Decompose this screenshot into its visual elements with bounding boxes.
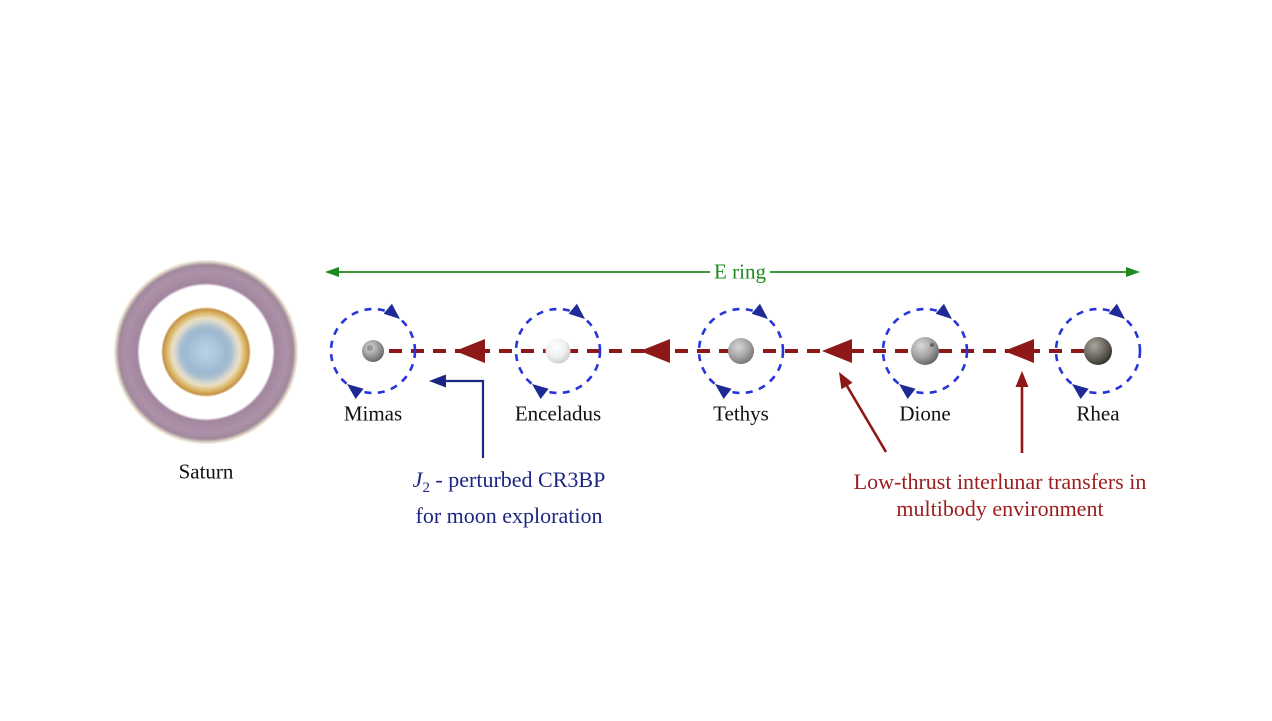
moon-mimas-crater	[367, 345, 373, 351]
moon-label-mimas: Mimas	[343, 401, 403, 426]
e-ring-arrowhead-left	[325, 267, 339, 277]
low-thrust-annotation: Low-thrust interlunar transfers in multi…	[854, 468, 1147, 522]
orbit-mimas	[329, 307, 417, 395]
orbit-rhea	[1054, 307, 1142, 395]
moon-orbits	[329, 307, 1142, 395]
orbit-enceladus	[514, 307, 602, 395]
moon-label-rhea: Rhea	[1076, 401, 1120, 426]
moon-label-enceladus: Enceladus	[514, 401, 602, 426]
moon-mimas	[362, 340, 384, 362]
orbit-dione	[881, 307, 969, 395]
cr3bp-annotation-arrow	[429, 374, 485, 458]
transfer-arrowhead	[455, 339, 485, 363]
cr3bp-annotation-line2: for moon exploration	[415, 503, 603, 529]
moon-label-tethys: Tethys	[713, 401, 769, 426]
moon-bodies	[362, 337, 1112, 365]
transfer-arrowheads	[455, 339, 1034, 363]
cr3bp-annotation-line1: J2 - perturbed CR3BP	[413, 466, 606, 502]
low-thrust-annotation-arrows	[839, 371, 1029, 453]
moon-tethys	[728, 338, 754, 364]
transfer-arrowhead	[1004, 339, 1034, 363]
transfer-arrowhead	[822, 339, 852, 363]
low-thrust-line1: Low-thrust interlunar transfers in	[853, 469, 1147, 494]
j2-symbol: J	[412, 466, 423, 492]
j2-subscript: 2	[422, 480, 430, 497]
orbit-tethys	[697, 307, 785, 395]
moon-enceladus	[545, 338, 571, 364]
cr3bp-line1-text: - perturbed CR3BP	[429, 466, 606, 492]
low-thrust-line2: multibody environment	[896, 496, 1104, 521]
saturn-illustration	[114, 260, 298, 444]
transfer-arrowhead	[640, 339, 670, 363]
e-ring-arrowhead-right	[1126, 267, 1140, 277]
e-ring-label: E ring	[710, 259, 770, 285]
moon-dione	[911, 337, 939, 365]
moon-label-dione: Dione	[899, 401, 951, 426]
moon-rhea	[1084, 337, 1112, 365]
saturn-label: Saturn	[178, 459, 234, 484]
cr3bp-annotation: J2 - perturbed CR3BP for moon exploratio…	[413, 466, 606, 530]
moon-dione-crater	[930, 343, 934, 347]
